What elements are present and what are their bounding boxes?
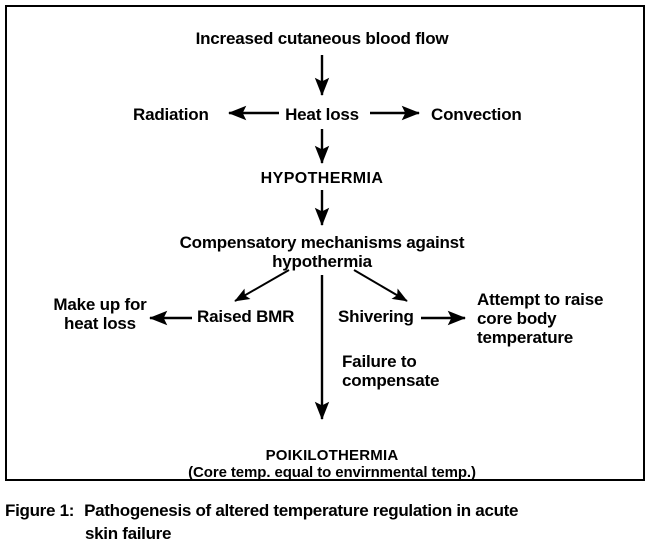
- node-radiation: Radiation: [133, 105, 209, 124]
- node-attempt-to-raise-core-body-temperature: Attempt to raise core body temperature: [477, 290, 604, 348]
- node-poikilothermia: POIKILOTHERMIA (Core temp. equal to envi…: [188, 431, 476, 498]
- figure-caption: Figure 1: Pathogenesis of altered tempera…: [5, 500, 647, 546]
- node-poikilothermia-subtitle: (Core temp. equal to envirnmental temp.): [188, 463, 476, 481]
- node-make-up-for-heat-loss: Make up for heat loss: [53, 295, 147, 334]
- node-raised-bmr: Raised BMR: [197, 307, 295, 326]
- figure-caption-label: Figure 1:: [5, 501, 75, 520]
- node-shivering: Shivering: [338, 307, 414, 326]
- node-hypothermia: HYPOTHERMIA: [260, 170, 384, 187]
- edge-label-failure-to-compensate: Failure to compensate: [342, 352, 440, 391]
- diagram-frame: Increased cutaneous blood flow Radiation…: [5, 5, 645, 481]
- figure-caption-line2: skin failure: [85, 523, 172, 543]
- node-heat-loss: Heat loss: [285, 105, 359, 124]
- node-increased-cutaneous-blood-flow: Increased cutaneous blood flow: [195, 29, 449, 48]
- figure-caption-line1: Pathogenesis of altered temperature regu…: [84, 501, 519, 520]
- node-compensatory-mechanisms: Compensatory mechanisms against hypother…: [179, 233, 465, 272]
- edge-compensatory-to-bmr: [234, 269, 290, 302]
- node-convection: Convection: [431, 105, 522, 124]
- edge-compensatory-to-shivering: [353, 269, 408, 302]
- node-poikilothermia-title: POIKILOTHERMIA: [265, 446, 399, 464]
